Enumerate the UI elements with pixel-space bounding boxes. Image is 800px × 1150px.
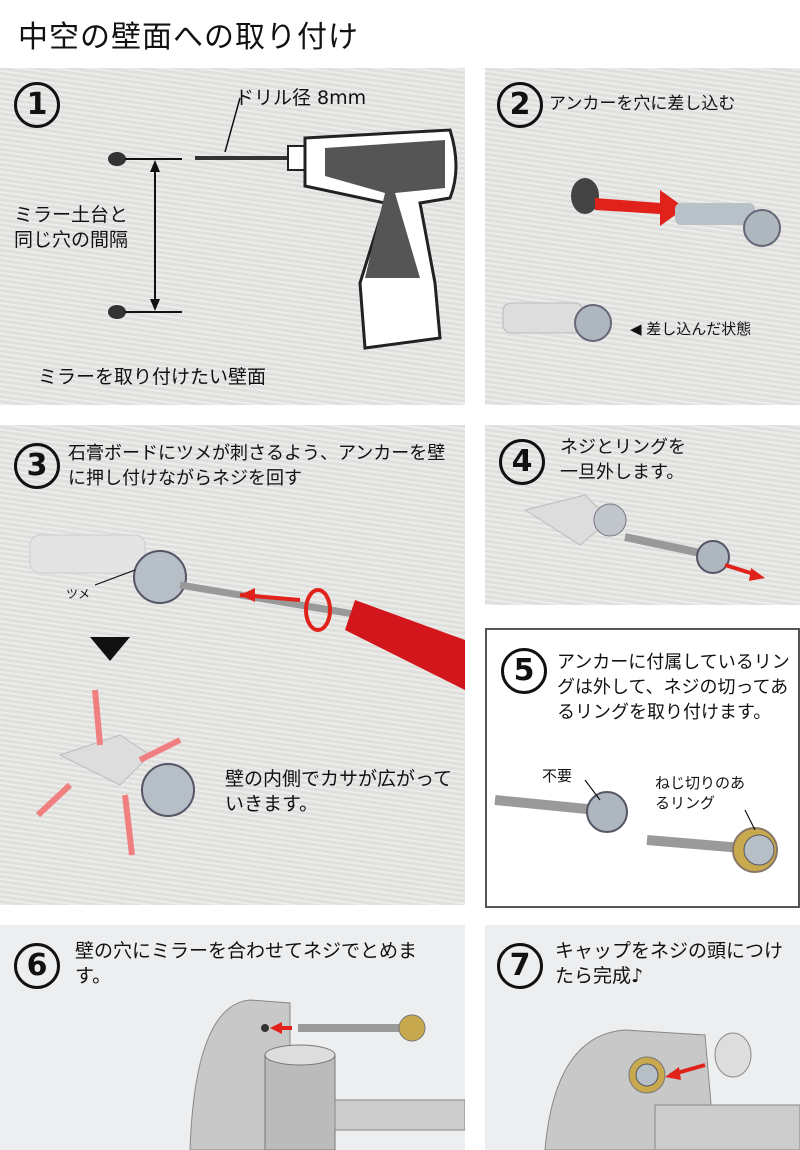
claw-label: ツメ: [66, 587, 91, 601]
wall-label: ミラーを取り付けたい壁面: [38, 366, 267, 388]
remove-screw-illustration: [523, 494, 765, 581]
step-number: 6: [14, 943, 60, 989]
step-instruction: 壁の穴にミラーを合わせてネジでとめます。: [75, 940, 418, 987]
mirror-mount-illustration: [189, 999, 465, 1150]
step-instruction: アンカーを穴に差し込む: [549, 94, 736, 114]
step-number: 1: [14, 82, 60, 128]
step-number: 4: [499, 439, 545, 485]
step-instruction: 石膏ボードにツメが刺さるよう、アンカーを壁に押し付けながらネジを回す: [68, 443, 446, 489]
drill-illustration: [108, 97, 458, 350]
step-number: 3: [14, 443, 60, 489]
hole-spacing-label: ミラー土台と同じ穴の間隔: [14, 204, 129, 251]
page-title: 中空の壁面への取り付け: [18, 20, 359, 55]
step-number: 2: [497, 82, 543, 128]
step-instruction: ネジとリングを一旦外します。: [560, 437, 686, 483]
ring-comparison-illustration: [494, 779, 778, 873]
step-3-panel: 3 石膏ボードにツメが刺さるよう、アンカーを壁に押し付けながらネジを回す ツメ …: [0, 425, 465, 905]
step-2-panel: 2 アンカーを穴に差し込む ◀ 差し込んだ状態: [485, 68, 800, 405]
unneeded-label: 不要: [542, 767, 573, 785]
screwdriver-illustration: [29, 534, 465, 856]
anchor-insert-illustration: [502, 178, 781, 342]
step-number: 5: [501, 648, 547, 694]
step-5-panel: 5 アンカーに付属しているリングは外して、ネジの切ってあるリングを取り付けます。…: [485, 628, 800, 908]
step-4-panel: 4 ネジとリングを一旦外します。: [485, 425, 800, 605]
threaded-ring-label: ねじ切りのあるリング: [655, 774, 746, 812]
inserted-state-label: ◀ 差し込んだ状態: [630, 320, 752, 338]
step-7-panel: 7 キャップをネジの頭につけたら完成♪: [485, 925, 800, 1150]
step-instruction: アンカーに付属しているリングは外して、ネジの切ってあるリングを取り付けます。: [557, 652, 790, 723]
step-6-panel: 6 壁の穴にミラーを合わせてネジでとめます。: [0, 925, 465, 1150]
drill-diameter-label: ドリル径 8mm: [235, 87, 367, 109]
step-1-panel: 1 ドリル径 8mm ミラー土台と同じ穴の間隔 ミラーを取り付けたい壁面: [0, 68, 465, 405]
step-instruction: キャップをネジの頭につけたら完成♪: [555, 940, 784, 987]
spread-description: 壁の内側でカサが広がっていきます。: [225, 768, 453, 815]
cap-attach-illustration: [544, 1029, 800, 1150]
step-number: 7: [497, 943, 543, 989]
